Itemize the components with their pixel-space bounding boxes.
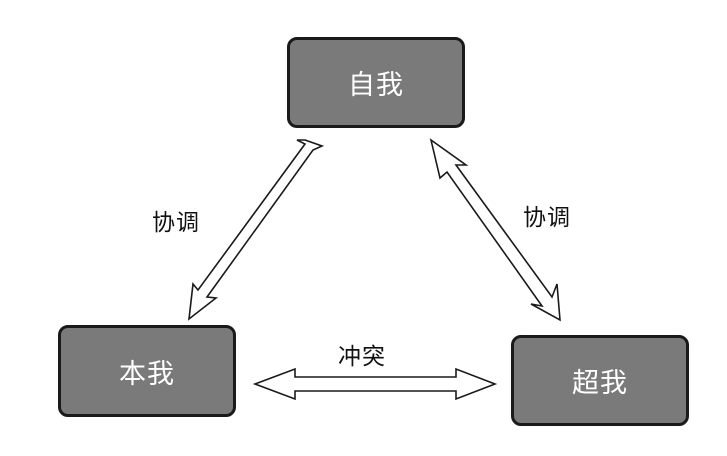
relation-label-id-superego: 冲突 xyxy=(338,344,386,370)
node-id-label: 本我 xyxy=(119,358,175,390)
node-id: 本我 xyxy=(58,325,236,417)
double-arrow-id-superego xyxy=(252,367,498,401)
node-superego: 超我 xyxy=(511,335,689,426)
double-arrow-ego-id xyxy=(187,139,325,321)
node-ego: 自我 xyxy=(287,37,465,128)
double-arrow-ego-superego xyxy=(429,138,561,322)
node-ego-label: 自我 xyxy=(348,70,404,101)
relation-label-ego-id: 协调 xyxy=(152,210,200,236)
relation-label-ego-superego: 协调 xyxy=(523,205,571,231)
node-superego-label: 超我 xyxy=(572,368,628,399)
